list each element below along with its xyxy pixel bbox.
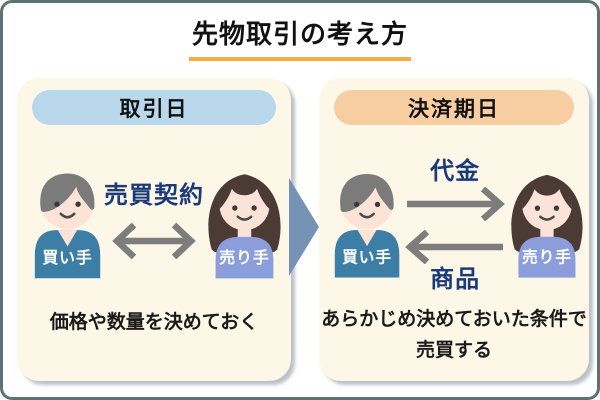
double-headed-arrow-icon — [112, 223, 196, 260]
man-avatar-icon: 買い手 — [334, 174, 400, 278]
goods-label: 商品 — [430, 265, 481, 294]
right-arrow-icon — [407, 187, 506, 222]
transaction-day-panel: 取引日 買い手 売買契約 — [17, 78, 291, 381]
settlement-caption-line2: 売買する — [415, 339, 492, 361]
seller-label: 売り手 — [522, 247, 572, 266]
page-title-wrap: 先物取引の考え方 — [3, 14, 597, 61]
buyer-label: 買い手 — [42, 248, 92, 267]
settlement-caption: あらかじめ決めておいた条件で 売買する — [319, 304, 589, 366]
page-title: 先物取引の考え方 — [188, 14, 411, 61]
settlement-day-panel: 決済期日 買い手 代金 — [319, 78, 589, 381]
transaction-caption: 価格や数量を決めておく — [49, 311, 259, 333]
settlement-figures-row: 買い手 代金 商品 — [319, 158, 589, 293]
seller-label: 売り手 — [219, 248, 270, 267]
contract-flow: 売買契約 — [104, 182, 204, 262]
payment-label: 代金 — [430, 157, 481, 185]
buyer-label: 買い手 — [342, 247, 392, 266]
woman-avatar-icon: 売り手 — [511, 174, 583, 278]
woman-avatar-icon: 売り手 — [208, 174, 281, 279]
contract-label: 売買契約 — [104, 181, 205, 209]
man-avatar-icon: 買い手 — [34, 173, 101, 279]
transaction-day-header: 取引日 — [32, 90, 276, 125]
right-triangle-arrow-icon — [289, 178, 319, 276]
left-arrow-icon — [405, 230, 504, 265]
settlement-caption-line1: あらかじめ決めておいた条件で — [321, 308, 587, 330]
transaction-figures-row: 買い手 売買契約 売り手 — [17, 164, 291, 279]
settlement-flows: 代金 商品 — [403, 158, 507, 293]
settlement-day-header: 決済期日 — [334, 90, 574, 125]
